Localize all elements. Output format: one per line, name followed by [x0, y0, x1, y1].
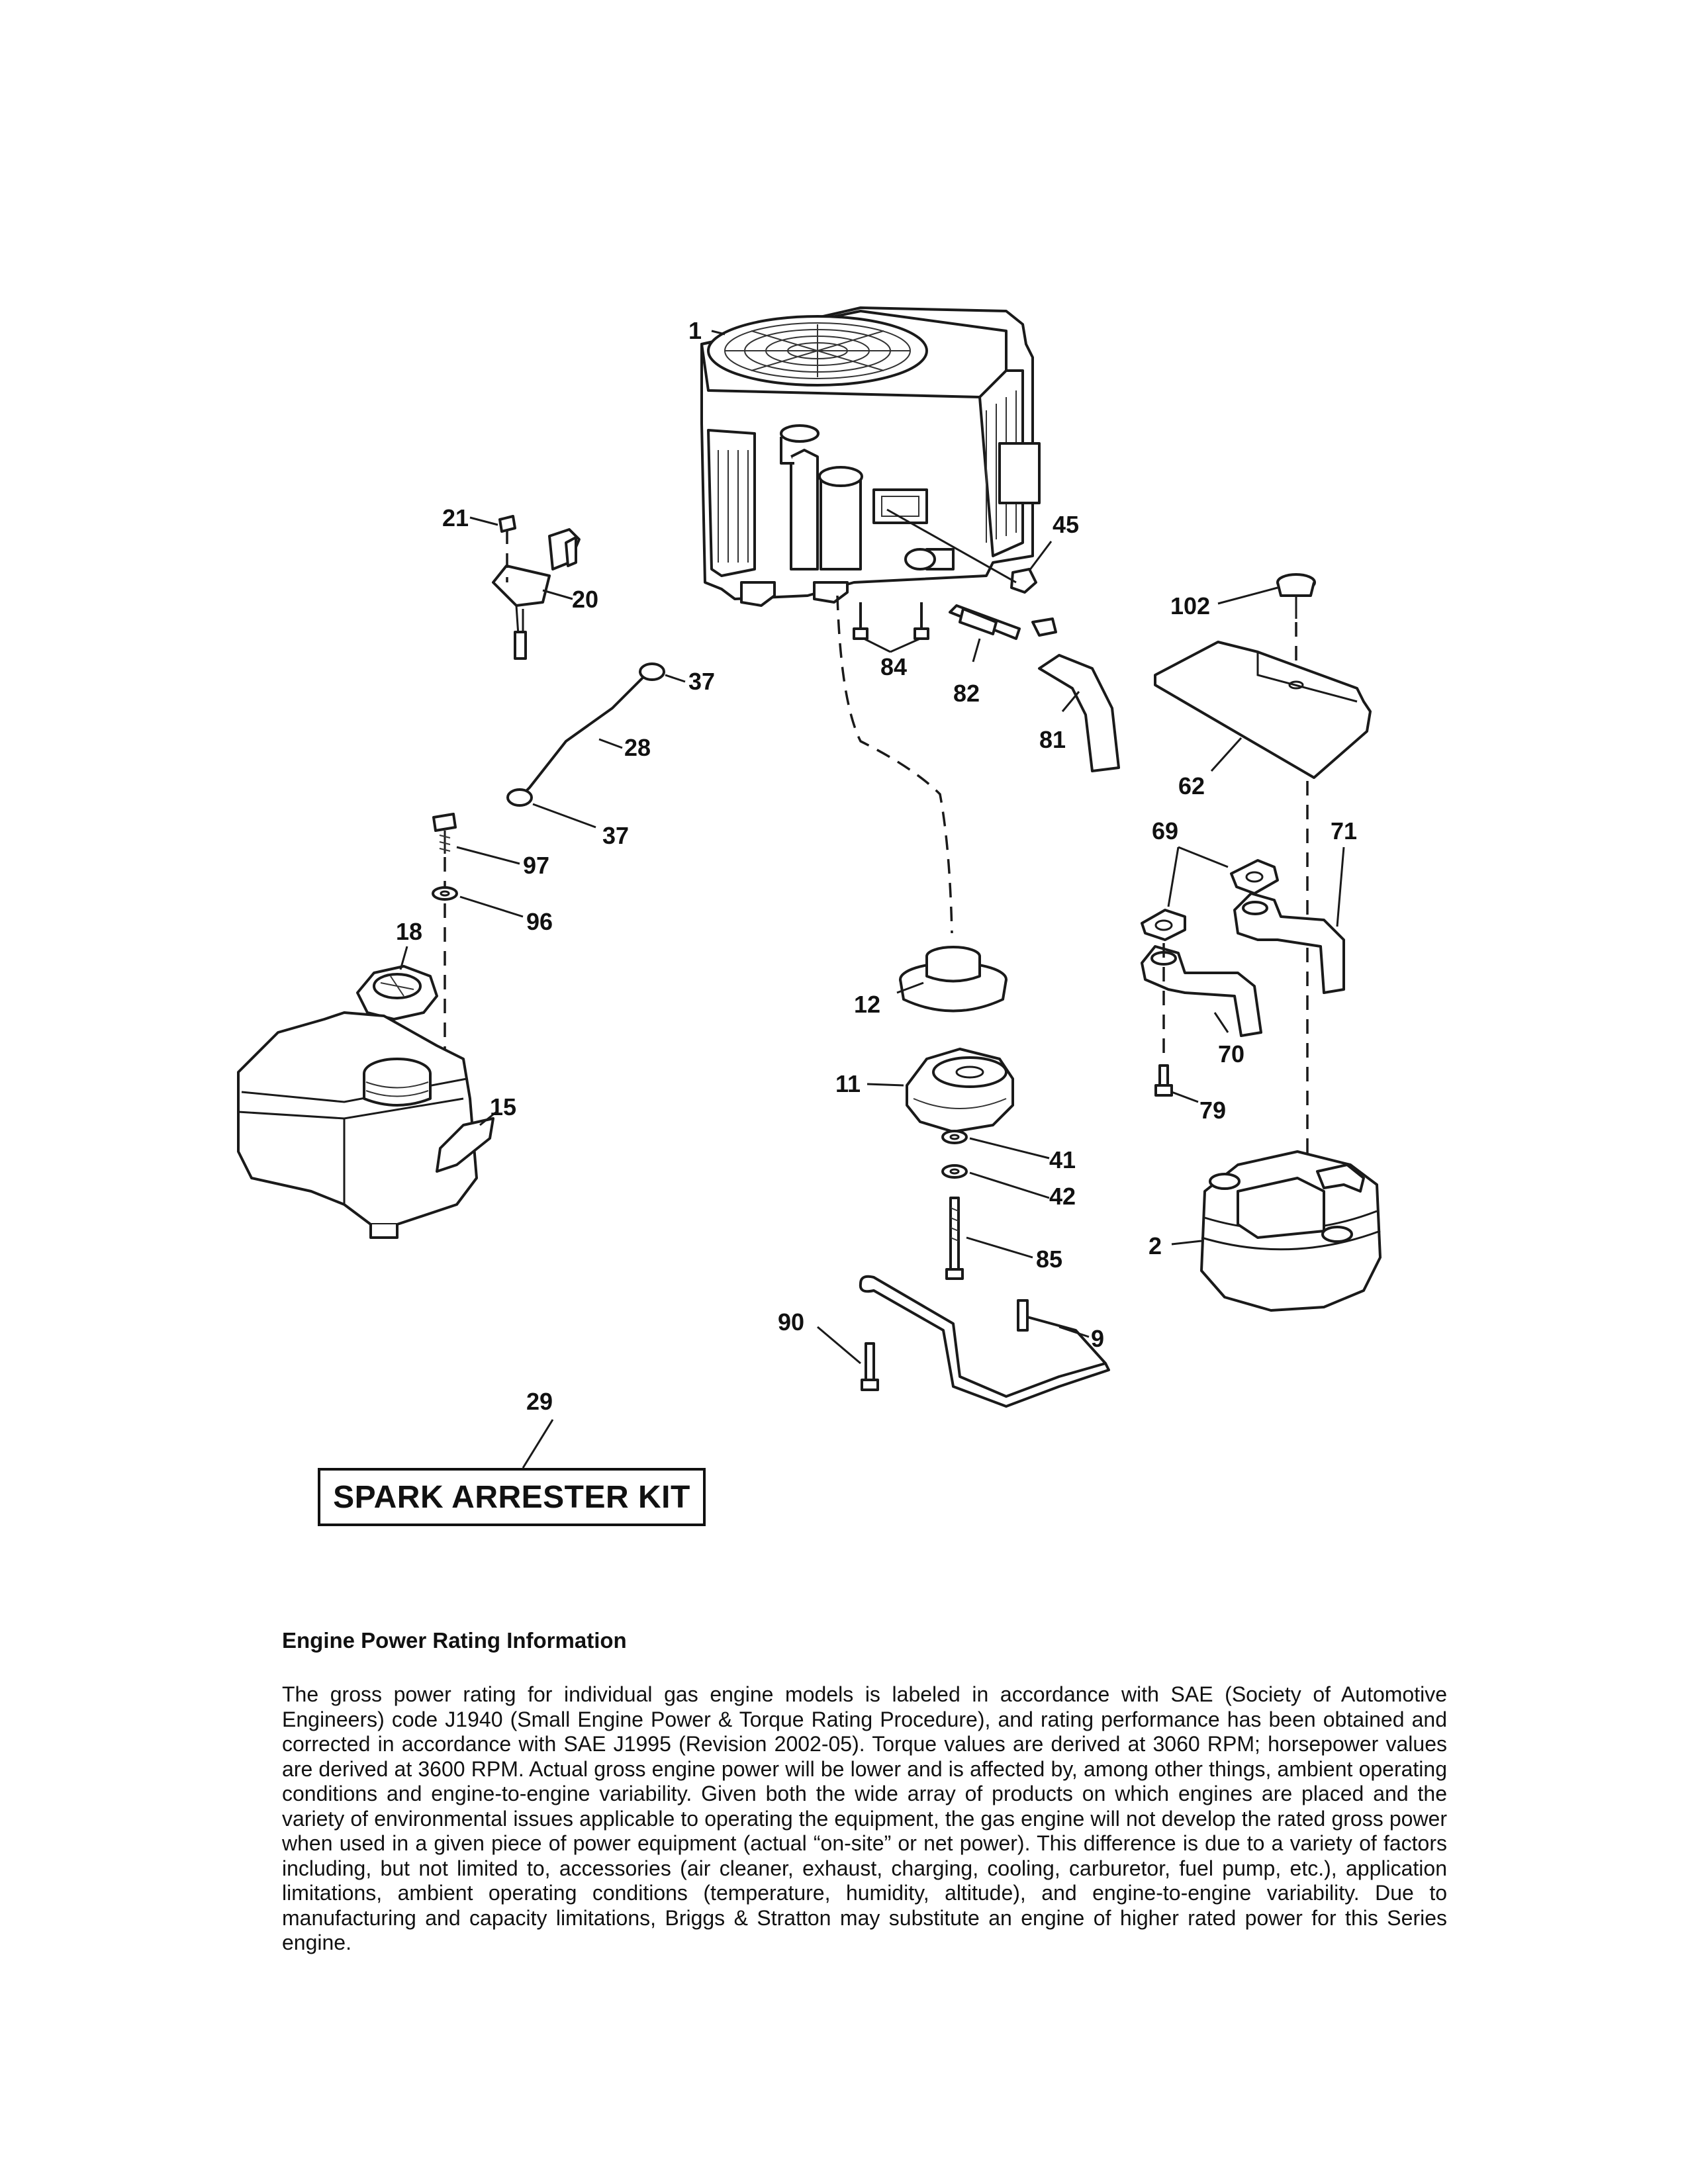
throttle-part-20 — [492, 528, 581, 660]
heat-shield-part-62 — [1154, 641, 1372, 779]
callout-12: 12 — [854, 991, 880, 1018]
screw-part-102 — [1276, 573, 1316, 619]
washer-part-96 — [432, 886, 458, 901]
callout-18: 18 — [396, 918, 422, 945]
pulley-part-12 — [899, 946, 1008, 1013]
hose-part-81 — [1038, 654, 1120, 772]
washer-part-41 — [941, 1130, 968, 1144]
callout-28: 28 — [624, 734, 651, 761]
callout-70: 70 — [1218, 1040, 1244, 1068]
callout-2: 2 — [1149, 1232, 1162, 1259]
callout-62: 62 — [1178, 772, 1205, 799]
callout-15: 15 — [490, 1093, 516, 1120]
info-body: The gross power rating for individual ga… — [282, 1682, 1447, 1954]
callout-71: 71 — [1331, 817, 1357, 844]
callout-90: 90 — [778, 1308, 804, 1336]
callout-41: 41 — [1049, 1146, 1076, 1173]
callout-102: 102 — [1170, 592, 1210, 619]
info-title: Engine Power Rating Information — [282, 1628, 627, 1653]
screw-part-21 — [498, 515, 516, 582]
callout-79: 79 — [1199, 1097, 1226, 1124]
fuel-cap-part-18 — [356, 965, 438, 1021]
bracket-part-9 — [859, 1275, 1110, 1408]
callout-42: 42 — [1049, 1183, 1076, 1210]
callout-81: 81 — [1039, 726, 1066, 753]
callout-1: 1 — [688, 317, 702, 344]
callout-45: 45 — [1053, 511, 1079, 538]
fuel-tank-part-15 — [237, 1011, 494, 1239]
callout-29: 29 — [526, 1388, 553, 1415]
callout-97: 97 — [523, 852, 549, 879]
nut-part-45 — [886, 508, 1037, 594]
callout-11: 11 — [835, 1070, 861, 1097]
callout-96: 96 — [526, 908, 553, 935]
fitting-part-82 — [949, 604, 1057, 640]
callout-20: 20 — [572, 586, 598, 613]
screw-part-97 — [432, 813, 457, 854]
screw-part-79 — [1154, 1064, 1173, 1097]
bolt-part-90 — [861, 1342, 879, 1391]
clamp-part-37 — [506, 662, 665, 807]
callout-9: 9 — [1091, 1325, 1104, 1352]
gasket-part-69 — [1141, 859, 1279, 941]
callout-82: 82 — [953, 680, 980, 707]
spark-arrester-kit-label: SPARK ARRESTER KIT — [333, 1479, 690, 1515]
callout-37-top: 37 — [688, 668, 715, 695]
muffler-part-2 — [1200, 1150, 1382, 1312]
spark-arrester-kit-box: SPARK ARRESTER KIT — [318, 1468, 706, 1526]
callout-84: 84 — [880, 653, 907, 680]
callout-85: 85 — [1036, 1246, 1062, 1273]
parts-diagram: 1 84 45 82 81 21 20 — [237, 306, 1382, 1469]
callout-69: 69 — [1152, 817, 1178, 844]
exhaust-pipe-part-70 — [1141, 945, 1262, 1037]
bolts-part-84 — [853, 602, 929, 640]
washer-part-42 — [941, 1164, 968, 1179]
bolt-part-85 — [945, 1197, 964, 1280]
engine-power-rating-section: Engine Power Rating Information The gros… — [282, 1628, 1447, 1956]
engine-part-1 — [700, 306, 1041, 607]
callout-21: 21 — [442, 504, 469, 531]
exhaust-pipe-part-71 — [1233, 892, 1345, 994]
callout-37-bottom: 37 — [602, 822, 629, 849]
clutch-part-11 — [906, 1048, 1014, 1133]
